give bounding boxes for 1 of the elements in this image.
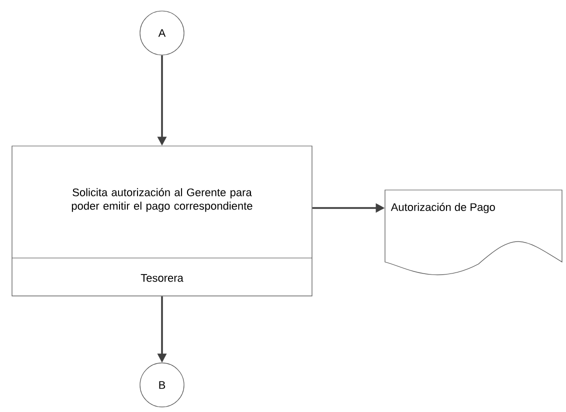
process-box: Solicita autorización al Gerente para poder emitir el pago correspondiente Tesorera	[12, 146, 312, 296]
